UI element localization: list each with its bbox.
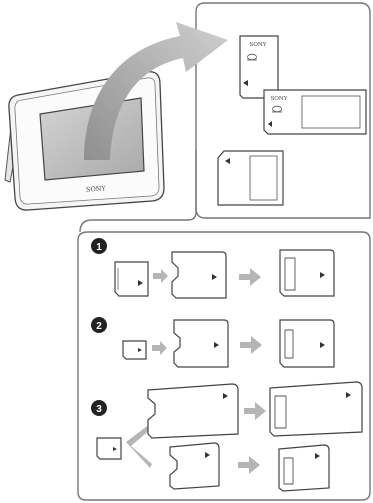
small-arrow-icon [315,453,320,459]
small-arrow-icon [138,280,143,286]
step-number: 2 [96,321,102,332]
step-3: 3 [91,381,363,492]
small-arrow-icon [138,348,142,352]
right-arrow-icon [239,268,261,286]
step-badge [91,400,107,416]
right-arrow-icon [152,341,167,355]
right-arrow-icon [238,456,260,474]
insert-arrow-icon [268,121,272,127]
memory-stick-card: SONY [263,89,367,135]
sd-card [217,150,284,206]
photo-frame: SONY [4,71,165,211]
small-arrow-icon [113,447,117,451]
small-arrow-icon [320,272,325,278]
step-badge [91,238,107,254]
sony-memory-stick-logo [272,105,282,113]
curved-arrow-icon [84,22,228,160]
step-badge [91,317,107,333]
panel-connector [79,150,197,233]
right-arrow-icon [153,269,168,283]
card-panel [195,2,371,219]
step-number: 3 [96,404,102,415]
step-1: 1 [91,238,335,299]
step-2: 2 [91,317,335,368]
memory-stick-brand: SONY [271,96,288,102]
step-number: 1 [96,242,102,253]
right-arrow-icon [240,336,262,354]
memory-stick-duo-card: SONY [239,35,279,99]
right-arrow-icon [244,402,266,420]
small-arrow-icon [212,274,217,280]
small-arrow-icon [223,393,228,399]
insert-arrow-icon [243,80,248,86]
frame-brand-label: SONY [86,184,107,193]
small-arrow-icon [346,392,351,398]
adaptor-panel [77,231,371,501]
sony-memory-stick-logo [247,53,257,61]
memory-stick-duo-brand: SONY [250,42,267,48]
small-arrow-icon [214,342,219,348]
small-arrow-icon [320,342,325,348]
small-arrow-icon [205,452,210,458]
insert-arrow-icon [225,158,230,164]
